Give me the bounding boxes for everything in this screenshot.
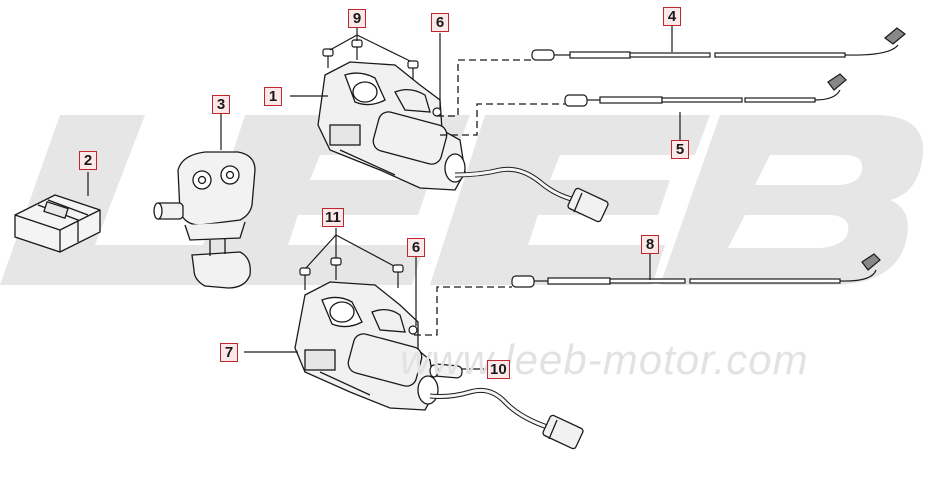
part-3-housing xyxy=(153,151,256,289)
callout-6-top: 6 xyxy=(431,13,449,32)
watermark-logo xyxy=(0,115,924,285)
watermark-url: www.leeb-motor.com xyxy=(400,336,809,383)
callout-3: 3 xyxy=(212,95,230,114)
callout-7: 7 xyxy=(220,343,238,362)
part-2-block xyxy=(14,194,101,253)
callout-4: 4 xyxy=(663,7,681,26)
part-1-actuator xyxy=(317,61,609,223)
callout-8: 8 xyxy=(641,235,659,254)
cables xyxy=(511,27,906,288)
part-10-pin xyxy=(429,363,463,379)
callout-1: 1 xyxy=(264,87,282,106)
dashed-guides xyxy=(414,59,565,336)
callout-2: 2 xyxy=(79,151,97,170)
callout-6-bottom: 6 xyxy=(407,238,425,257)
callout-10: 10 xyxy=(487,360,510,379)
callout-5: 5 xyxy=(671,140,689,159)
callout-9: 9 xyxy=(348,9,366,28)
part-7-actuator xyxy=(294,281,584,450)
screws xyxy=(299,39,442,335)
leader-lines xyxy=(87,25,681,370)
callout-11: 11 xyxy=(322,208,344,227)
